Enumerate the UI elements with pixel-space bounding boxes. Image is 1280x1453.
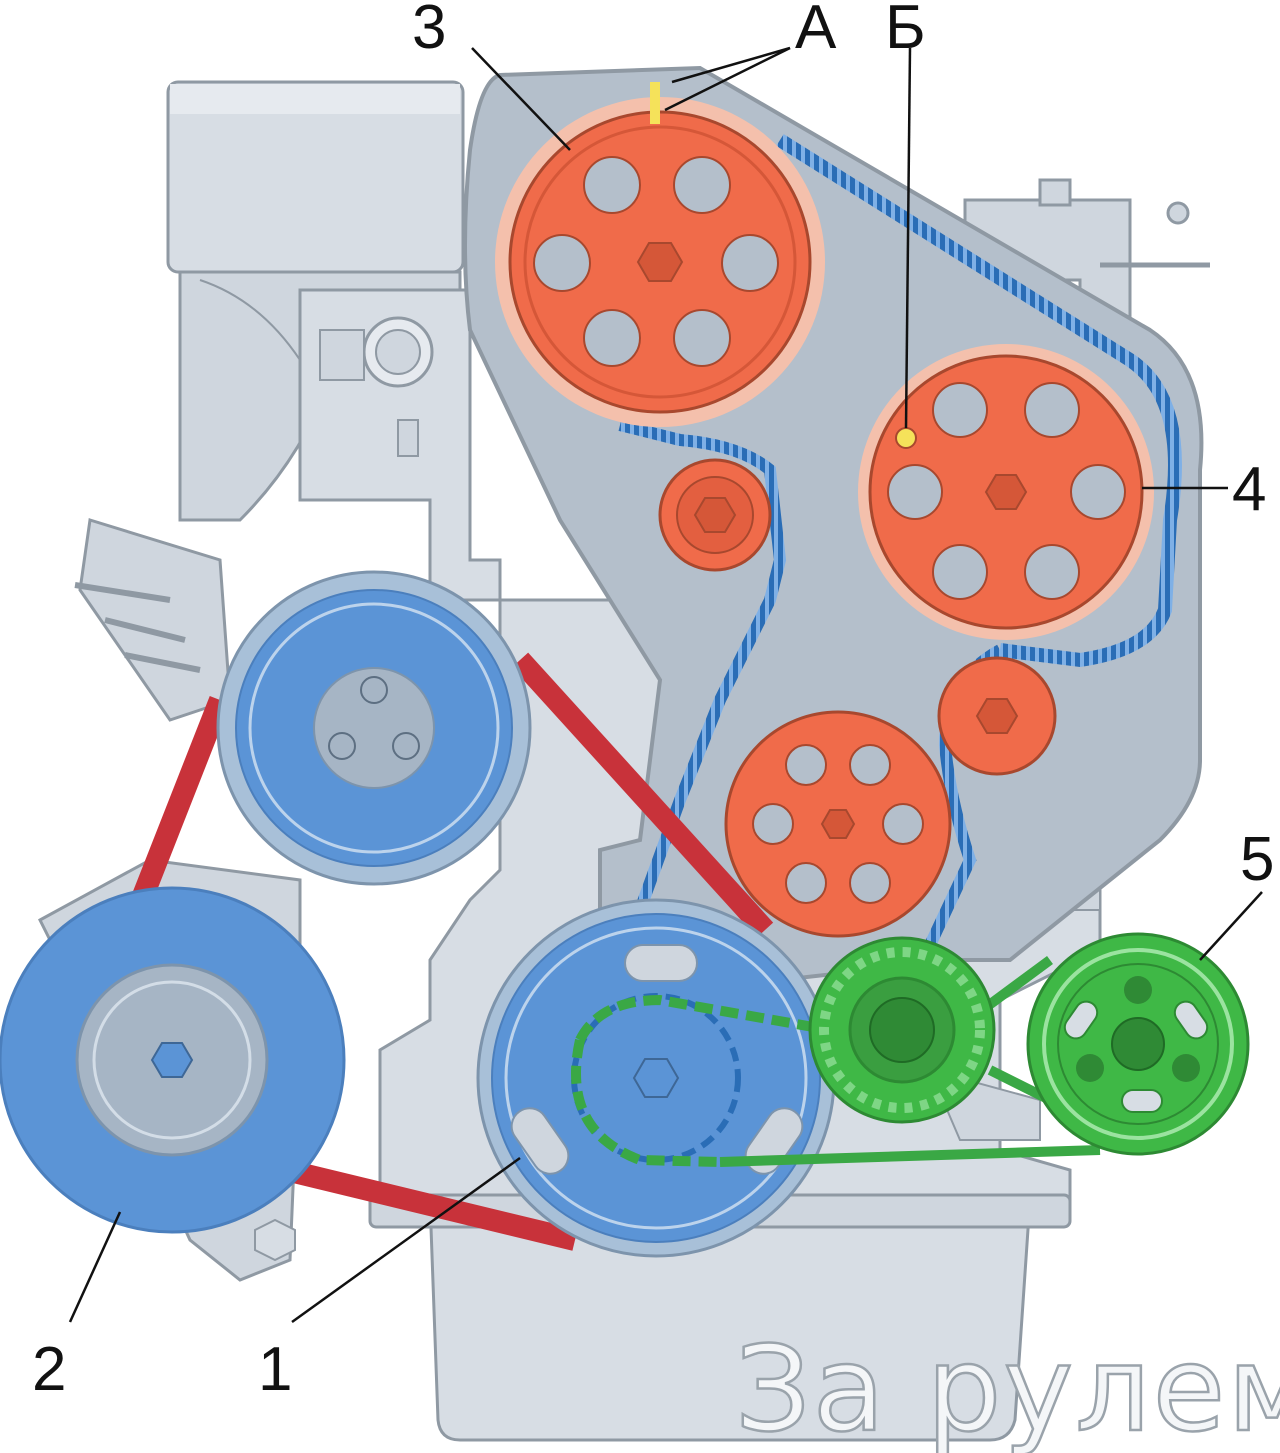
intermediate-pulley	[858, 344, 1154, 640]
pump-pulley-blue	[216, 570, 532, 886]
label-intermediate-pulley: 4	[1232, 455, 1266, 524]
label-tensioner: 5	[1240, 825, 1274, 894]
generator-pulley	[0, 886, 346, 1234]
hex-bolt-icon	[150, 1042, 194, 1078]
label-crankshaft: 1	[258, 1335, 292, 1404]
pump-pulley	[724, 710, 952, 938]
hex-bolt-icon	[636, 242, 684, 282]
timing-mark-b	[895, 427, 917, 449]
hex-bolt-icon	[632, 1058, 680, 1098]
idler-pulley	[658, 458, 772, 572]
label-mark-a: А	[795, 0, 837, 62]
oil-pan	[428, 1198, 1032, 1442]
hex-bolt-icon	[820, 809, 856, 839]
hex-bolt-icon	[975, 698, 1019, 734]
crankshaft-pulley	[476, 898, 836, 1258]
hex-bolt-icon	[984, 474, 1028, 510]
label-camshaft-pulley: 3	[412, 0, 446, 62]
watermark-logo: За рулем	[735, 1320, 1280, 1453]
leader-lines	[68, 46, 1263, 1324]
green-idler-roller	[808, 936, 996, 1124]
timing-mark-a	[650, 82, 660, 124]
camshaft-pulley	[495, 82, 825, 427]
timing-tensioner-roller	[937, 656, 1057, 776]
label-generator: 2	[32, 1335, 66, 1404]
green-belt	[571, 955, 1101, 1167]
tensioner-pulley	[1026, 932, 1250, 1156]
label-mark-b: Б	[885, 0, 926, 62]
hex-bolt-icon	[693, 497, 737, 533]
